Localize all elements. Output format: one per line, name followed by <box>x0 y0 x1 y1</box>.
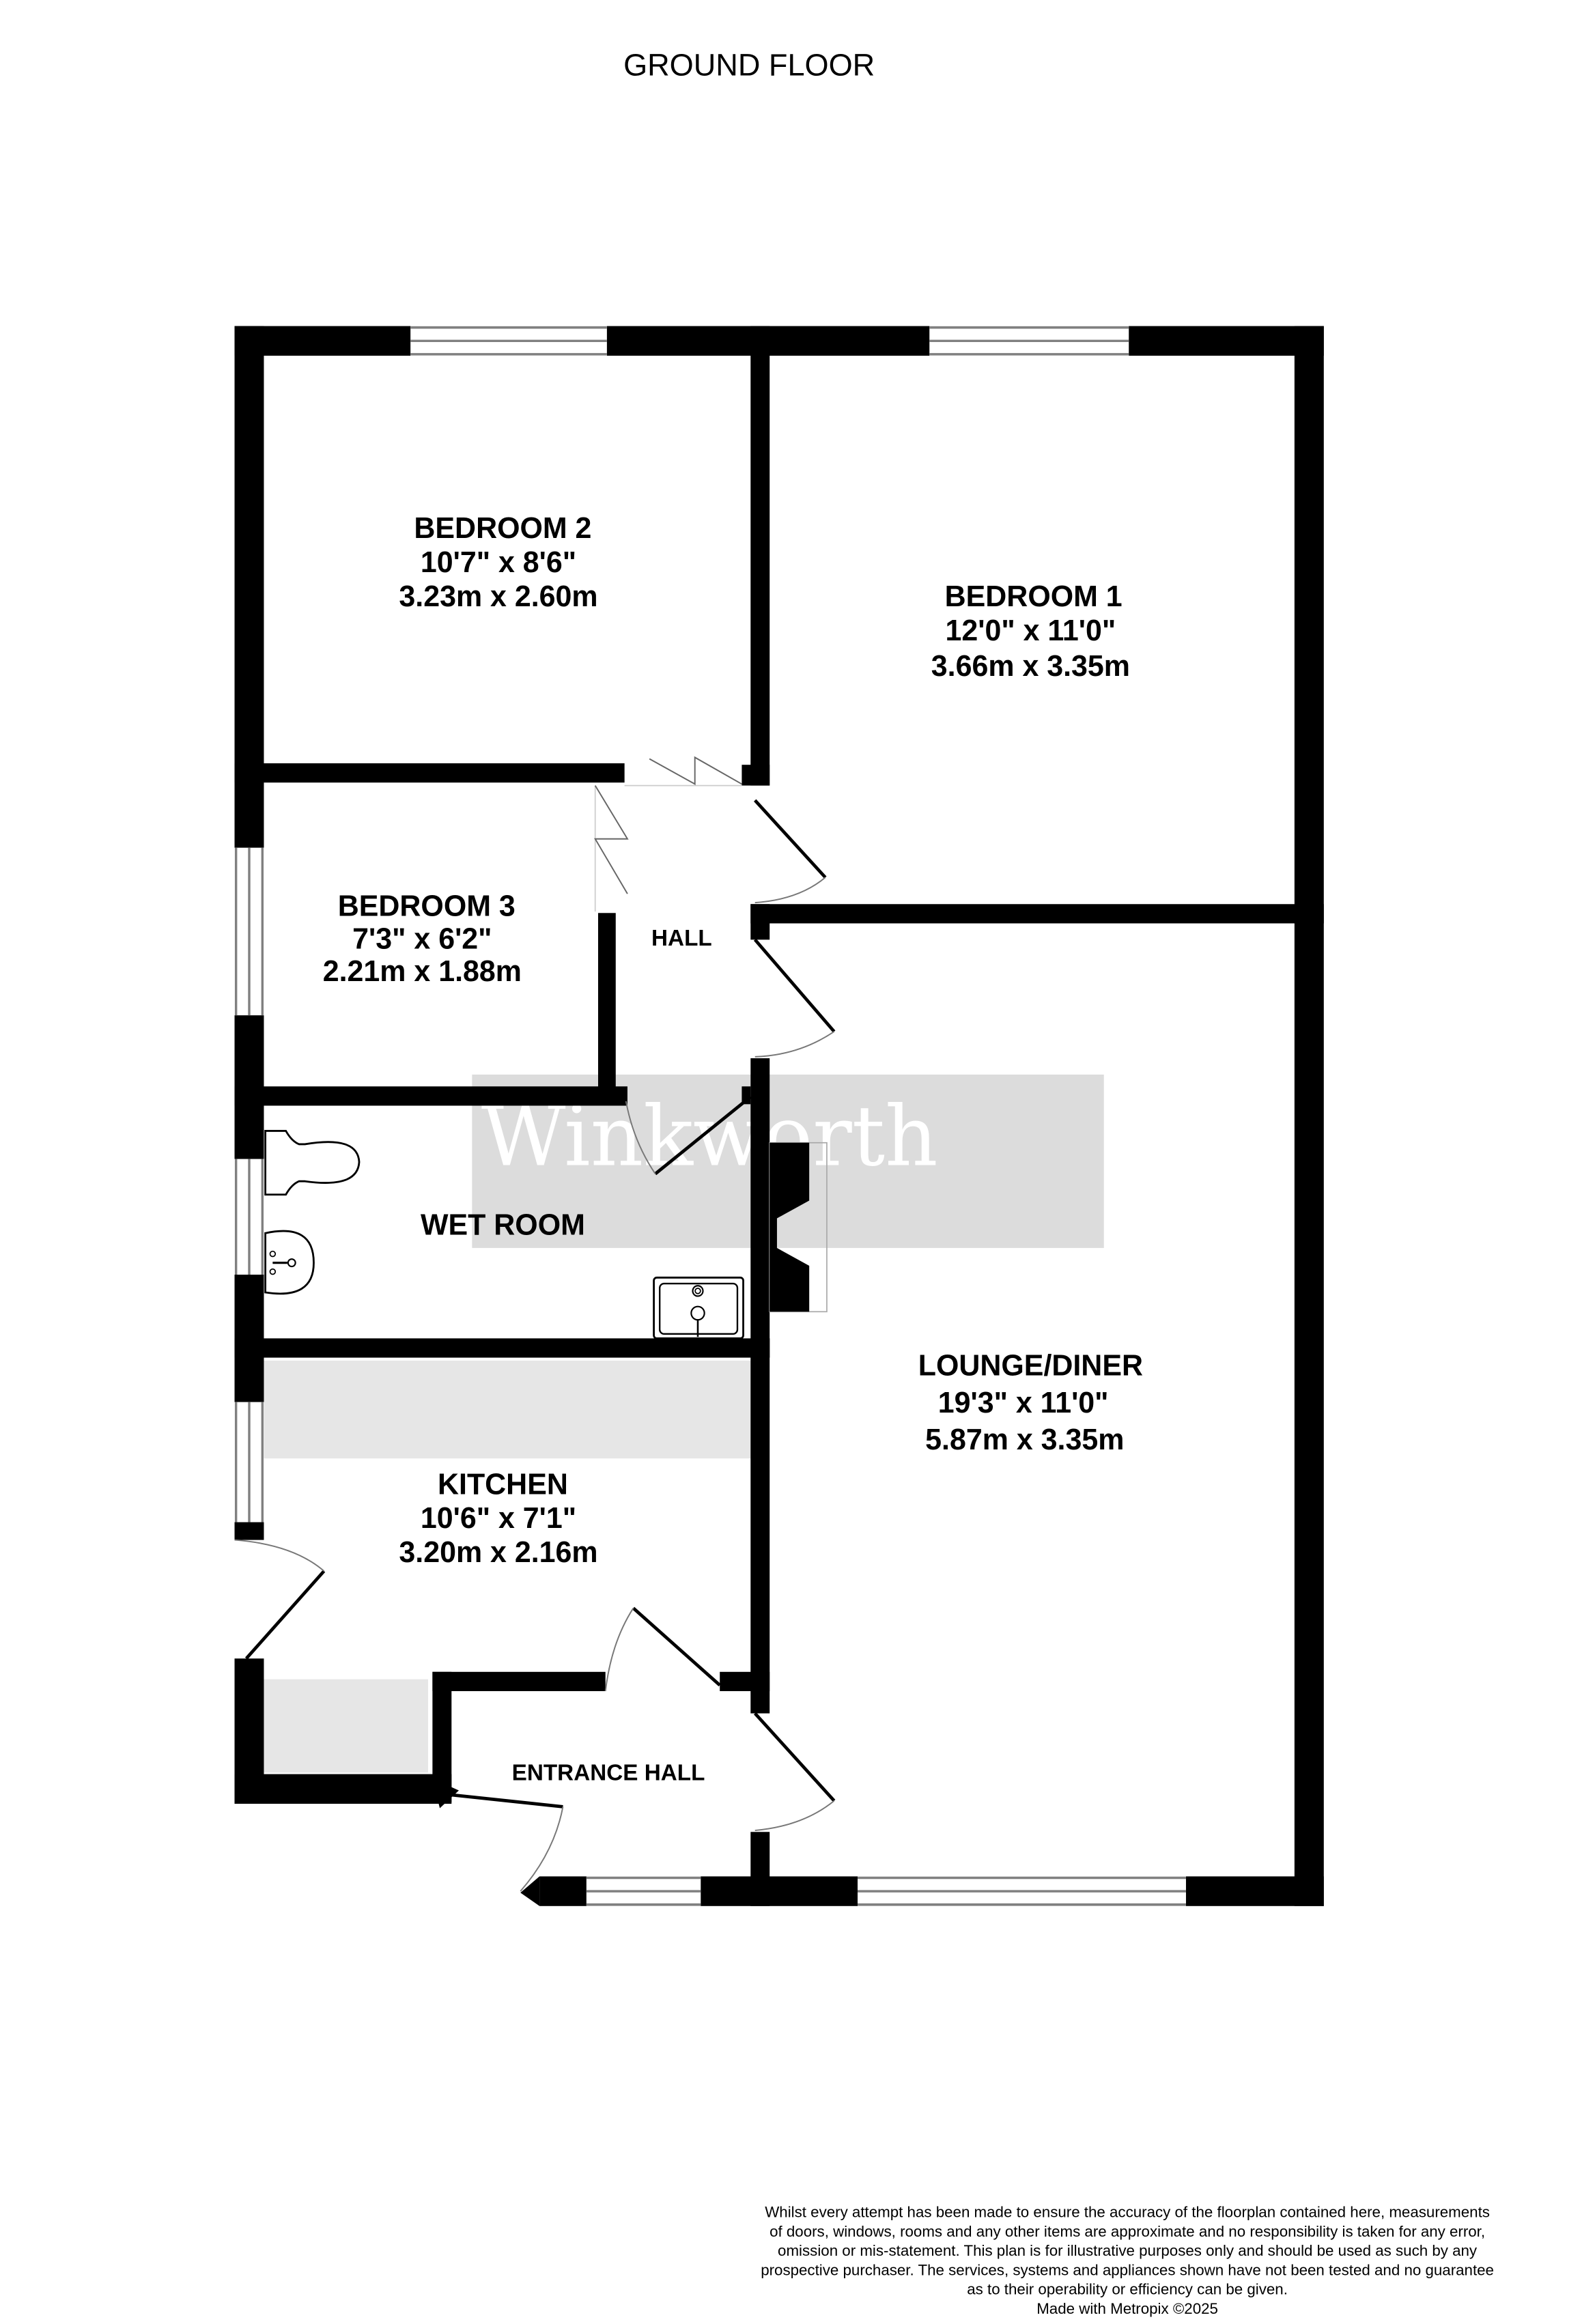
window-entrance-bottom <box>586 1876 701 1906</box>
room-dimensions-imperial: 12'0" x 11'0" <box>946 614 1116 647</box>
watermark: Winkworth <box>472 1074 1104 1248</box>
room-dimensions-imperial: 10'7" x 8'6" <box>421 546 576 579</box>
room-dimensions-metric: 3.66m x 3.35m <box>931 650 1130 683</box>
shower-tray-icon <box>653 1276 744 1340</box>
room-hall: HALL <box>651 926 712 951</box>
room-bedroom1: BEDROOM 1 12'0" x 11'0" 3.66m x 3.35m <box>931 580 1130 683</box>
room-name: ENTRANCE HALL <box>512 1760 705 1785</box>
fireplace-icon <box>769 1142 828 1313</box>
room-name: BEDROOM 2 <box>414 512 591 545</box>
room-dimensions-imperial: 19'3" x 11'0" <box>938 1387 1109 1419</box>
room-dimensions-metric: 5.87m x 3.35m <box>925 1423 1124 1456</box>
kitchen-counter-bottom <box>264 1679 428 1773</box>
door-bedroom1 <box>753 799 827 904</box>
room-lounge-diner: LOUNGE/DINER 19'3" x 11'0" 5.87m x 3.35m <box>918 1349 1143 1456</box>
kitchen-counter-top <box>264 1360 751 1459</box>
room-name: LOUNGE/DINER <box>918 1349 1143 1382</box>
disclaimer: Whilst every attempt has been made to en… <box>761 2204 1494 2317</box>
door-kitchen-side <box>234 1539 326 1660</box>
disclaimer-line: omission or mis-statement. This plan is … <box>778 2242 1478 2259</box>
room-dimensions-imperial: 7'3" x 6'2" <box>352 922 492 955</box>
room-name: BEDROOM 1 <box>945 580 1123 613</box>
door-lounge-entrance <box>753 1712 836 1832</box>
window-wetroom-left <box>234 1159 264 1275</box>
room-kitchen: KITCHEN 10'6" x 7'1" 3.20m x 2.16m <box>399 1468 597 1569</box>
window-lounge-bottom <box>858 1876 1186 1906</box>
room-dimensions-metric: 3.23m x 2.60m <box>399 580 597 613</box>
door-wetroom <box>625 1095 752 1176</box>
door-kitchen-entrance <box>604 1606 721 1692</box>
room-dimensions-imperial: 10'6" x 7'1" <box>421 1502 576 1535</box>
door-bedroom3-bifold <box>594 785 629 912</box>
toilet-icon <box>264 1129 361 1196</box>
basin-icon <box>264 1230 315 1295</box>
door-bedroom2-bifold <box>624 756 742 787</box>
disclaimer-line: prospective purchaser. The services, sys… <box>761 2261 1494 2278</box>
room-bedroom3: BEDROOM 3 7'3" x 6'2" 2.21m x 1.88m <box>323 890 522 988</box>
disclaimer-line: of doors, windows, rooms and any other i… <box>770 2223 1485 2240</box>
room-name: KITCHEN <box>438 1468 568 1501</box>
window-bedroom2-top <box>410 326 607 356</box>
disclaimer-line: as to their operability or efficiency ca… <box>967 2280 1288 2297</box>
window-kitchen-left <box>234 1402 264 1522</box>
room-name: WET ROOM <box>421 1208 585 1241</box>
floor-title: GROUND FLOOR <box>623 47 875 82</box>
door-front <box>451 1793 564 1892</box>
room-name: BEDROOM 3 <box>338 890 516 922</box>
disclaimer-line: Whilst every attempt has been made to en… <box>765 2204 1490 2221</box>
room-name: HALL <box>651 926 712 951</box>
room-bedroom2: BEDROOM 2 10'7" x 8'6" 3.23m x 2.60m <box>399 512 597 613</box>
credit-text: Made with Metropix ©2025 <box>1036 2300 1218 2317</box>
window-bedroom1-top <box>929 326 1129 356</box>
room-entrance-hall: ENTRANCE HALL <box>512 1760 705 1785</box>
window-bedroom3-left <box>234 847 264 1016</box>
room-dimensions-metric: 2.21m x 1.88m <box>323 955 522 988</box>
room-dimensions-metric: 3.20m x 2.16m <box>399 1536 597 1569</box>
room-wet-room: WET ROOM <box>421 1208 585 1241</box>
door-lounge-hall <box>753 938 836 1058</box>
